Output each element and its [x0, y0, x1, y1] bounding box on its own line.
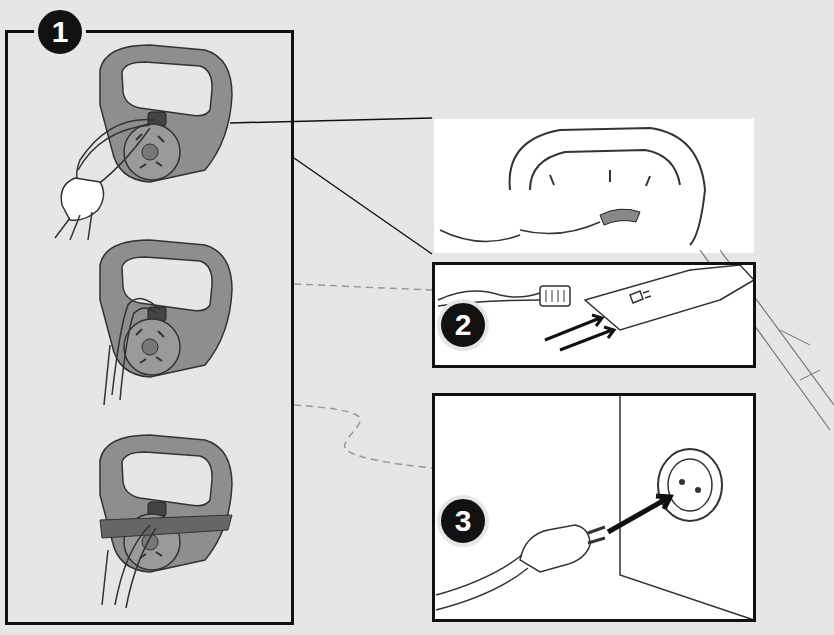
handle-step-c-part — [102, 525, 156, 608]
plug-connection-part — [690, 265, 754, 300]
step-number: 1 — [52, 17, 69, 47]
plug-connection-part — [540, 286, 570, 306]
step-number: 2 — [455, 310, 472, 340]
plug-connection-part — [434, 264, 754, 366]
step-badge: 3 — [437, 495, 489, 547]
zoom-detail-part — [530, 150, 680, 190]
zoom-detail-part — [550, 170, 650, 186]
wall-socket-part — [608, 496, 670, 532]
plug-connection-part — [630, 291, 651, 303]
leader-line — [230, 118, 432, 254]
wall-socket-part — [668, 459, 712, 511]
handle-step-a-part — [61, 178, 103, 220]
handle-step-a-part — [78, 125, 150, 170]
handle-step-a — [55, 45, 232, 240]
zoom-detail-part — [510, 128, 705, 245]
wall-socket-part — [658, 449, 722, 521]
dashed-guide-line — [294, 405, 432, 468]
step-panel: 1 — [5, 30, 294, 625]
step-badge: 1 — [34, 6, 86, 58]
plug-connection-part — [438, 291, 540, 300]
plug-connection-part — [546, 290, 564, 302]
step-panel: 2 — [432, 262, 756, 368]
zoom-detail-part — [600, 209, 640, 225]
wall-socket-part — [436, 555, 528, 610]
zoom-detail-part — [440, 222, 600, 241]
handle-step-b-part — [100, 240, 232, 377]
wall-socket-part — [434, 395, 754, 620]
zoom-detail — [434, 119, 754, 253]
step-badge: 2 — [437, 299, 489, 351]
plug-connection — [434, 264, 754, 366]
handle-step-c — [100, 435, 232, 608]
wall-socket-part — [695, 487, 701, 493]
trimmer-shaft-part — [780, 330, 820, 380]
handle-step-b — [100, 240, 232, 405]
handle-step-a-part — [100, 45, 232, 182]
handle-step-c-part — [100, 435, 232, 572]
handle-step-a-part — [55, 212, 92, 240]
leader-line-part — [294, 158, 432, 254]
dashed-guide-line — [294, 284, 432, 290]
wall-socket-part — [588, 527, 605, 543]
handle-step-b-part — [104, 299, 160, 405]
step-number: 3 — [455, 506, 472, 536]
zoom-detail-part — [434, 119, 754, 253]
wall-socket-part — [520, 525, 590, 572]
wall-socket — [434, 395, 754, 620]
handle-step-c-part — [100, 515, 232, 538]
wall-socket-part — [679, 479, 685, 485]
leader-line-part — [230, 118, 432, 123]
step-panel: 3 — [432, 393, 756, 622]
plug-connection-part — [560, 327, 614, 350]
wall-socket-part — [620, 395, 754, 620]
